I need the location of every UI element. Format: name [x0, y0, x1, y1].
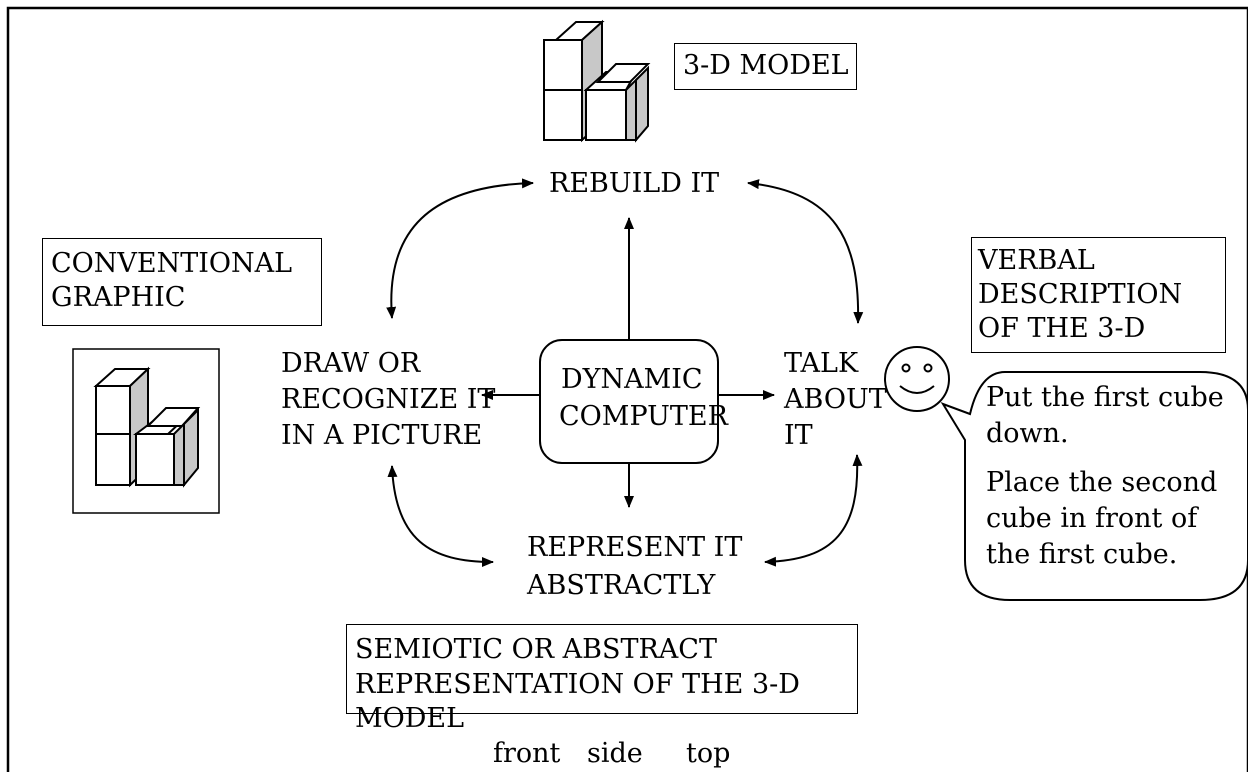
conventional-label-box: CONVENTIONAL GRAPHIC [42, 238, 322, 326]
arrow-draw-represent [387, 465, 494, 567]
view-side: side [587, 738, 643, 769]
node-talk-line-2: ABOUT [784, 384, 887, 415]
arrow-draw-rebuild [386, 178, 534, 319]
conventional-label-line-2: GRAPHIC [51, 282, 186, 313]
node-center-line-2: COMPUTER [559, 401, 728, 432]
node-represent-line-1: REPRESENT IT [527, 532, 743, 563]
speech-line-5: the first cube. [986, 539, 1178, 570]
view-front: front [493, 738, 561, 769]
cube-graphic-icon [93, 366, 201, 488]
speech-line-1: Put the first cube [986, 382, 1224, 413]
node-talk-line-1: TALK [784, 348, 859, 379]
view-top: top [686, 738, 731, 769]
node-talk-line-3: IT [784, 420, 813, 451]
model-label: 3-D MODEL [683, 50, 849, 81]
node-center-line-1: DYNAMIC [561, 364, 703, 395]
semiotic-label-box: SEMIOTIC OR ABSTRACT REPRESENTATION OF T… [346, 624, 858, 734]
center-box [539, 339, 719, 464]
semiotic-label-line-2: REPRESENTATION OF THE 3-D MODEL [355, 669, 800, 734]
model-label-box: 3-D MODEL [674, 43, 857, 90]
conventional-label-line-1: CONVENTIONAL [51, 248, 293, 279]
node-represent-line-2: ABSTRACTLY [527, 570, 716, 601]
speech-bubble [940, 371, 1248, 601]
outer-frame [6, 6, 1248, 772]
verbal-label-line-1: VERBAL [978, 245, 1095, 276]
node-draw-line-3: IN A PICTURE [281, 420, 483, 451]
verbal-label-line-2: DESCRIPTION [978, 279, 1183, 310]
arrow-represent-talk [764, 454, 863, 567]
speech-line-3: Place the second [986, 467, 1218, 498]
semiotic-label-line-1: SEMIOTIC OR ABSTRACT [355, 634, 717, 665]
node-draw-line-2: RECOGNIZE IT [281, 384, 496, 415]
verbal-label-line-3: OF THE 3-D [978, 313, 1146, 344]
cube-model-icon [543, 19, 651, 143]
node-rebuild: REBUILD IT [549, 168, 720, 199]
smiley-face-icon [884, 346, 950, 412]
speech-line-4: cube in front of [986, 503, 1198, 534]
speech-line-2: down. [986, 418, 1069, 449]
verbal-label-box: VERBAL DESCRIPTION OF THE 3-D [971, 237, 1226, 353]
arrow-rebuild-talk [747, 179, 864, 324]
node-draw-line-1: DRAW OR [281, 348, 421, 379]
